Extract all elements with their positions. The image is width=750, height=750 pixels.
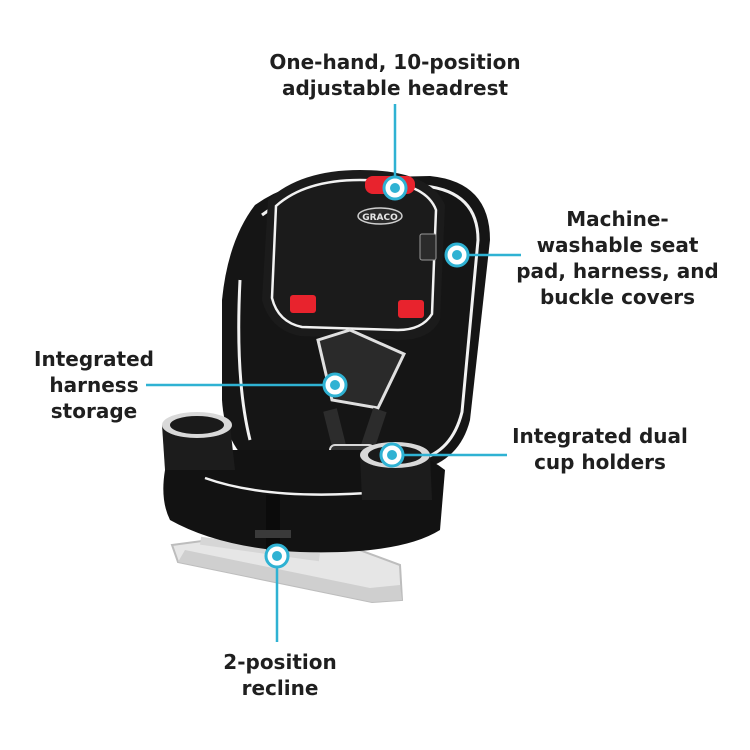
- leader-headrest: [382, 104, 408, 201]
- callout-cup-holders: Integrated dual cup holders: [500, 423, 700, 475]
- callout-washable-line-3: pad, harness, and: [516, 259, 719, 283]
- leader-cup-holders: [379, 442, 507, 468]
- callout-washable-line-2: washable seat: [536, 233, 699, 257]
- callout-washable-line-4: buckle covers: [539, 285, 696, 309]
- callout-recline-line-2: recline: [241, 676, 319, 700]
- callout-washable: Machine- washable seat pad, harness, and…: [500, 206, 735, 310]
- leader-washable: [444, 242, 521, 268]
- callout-harness-line-1: Integrated: [34, 347, 154, 371]
- callout-headrest-line-1: One-hand, 10-position: [269, 50, 521, 74]
- callout-harness-line-2: harness: [49, 373, 139, 397]
- callout-cups-line-1: Integrated dual: [512, 424, 688, 448]
- leader-harness: [146, 372, 348, 398]
- callout-recline-line-1: 2-position: [223, 650, 337, 674]
- callout-harness-line-3: storage: [50, 399, 138, 423]
- callout-cups-line-2: cup holders: [534, 450, 666, 474]
- brand-logo: GRACO: [362, 213, 398, 223]
- callout-washable-line-1: Machine-: [566, 207, 669, 231]
- left-cup-holder: [162, 412, 235, 470]
- callout-harness-storage: Integrated harness storage: [14, 346, 174, 424]
- callout-headrest-line-2: adjustable headrest: [281, 76, 509, 100]
- callout-recline: 2-position recline: [195, 649, 365, 701]
- leader-recline: [264, 543, 290, 642]
- callout-headrest: One-hand, 10-position adjustable headres…: [200, 49, 590, 101]
- headrest: GRACO: [262, 170, 445, 340]
